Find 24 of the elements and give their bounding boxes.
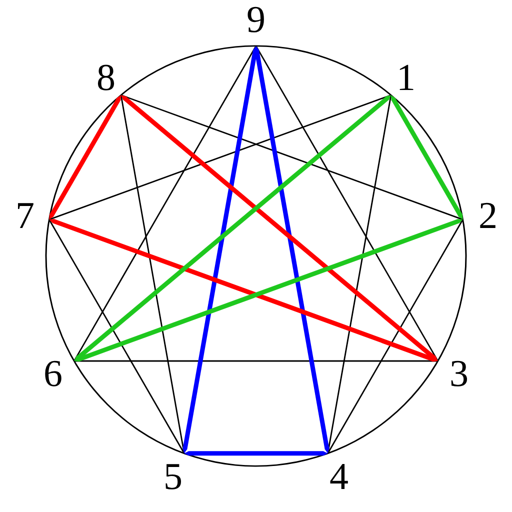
point-number: 9 [245, 5, 267, 46]
connecting-line [182, 46, 258, 454]
point-number: 3 [438, 359, 470, 389]
connecting-line [49, 220, 184, 454]
connecting-line [74, 46, 256, 361]
connecting-line [120, 95, 185, 454]
point-number: 7 [14, 201, 50, 231]
connecting-line [327, 95, 392, 454]
connecting-line [328, 220, 463, 454]
connecting-line [390, 95, 463, 220]
connecting-line [254, 46, 330, 454]
connecting-line [256, 46, 438, 361]
connecting-line [121, 95, 438, 361]
connecting-line [184, 451, 328, 456]
point-number: 5 [162, 453, 184, 492]
connecting-line [49, 95, 122, 220]
connecting-line [49, 94, 391, 220]
connecting-line [121, 94, 463, 220]
point-number: 2 [462, 201, 499, 231]
point-number: 1 [390, 63, 417, 96]
point-number: 4 [328, 453, 350, 492]
connecting-line [74, 95, 391, 361]
point-number: 8 [95, 63, 121, 96]
point-number: 6 [42, 359, 74, 389]
